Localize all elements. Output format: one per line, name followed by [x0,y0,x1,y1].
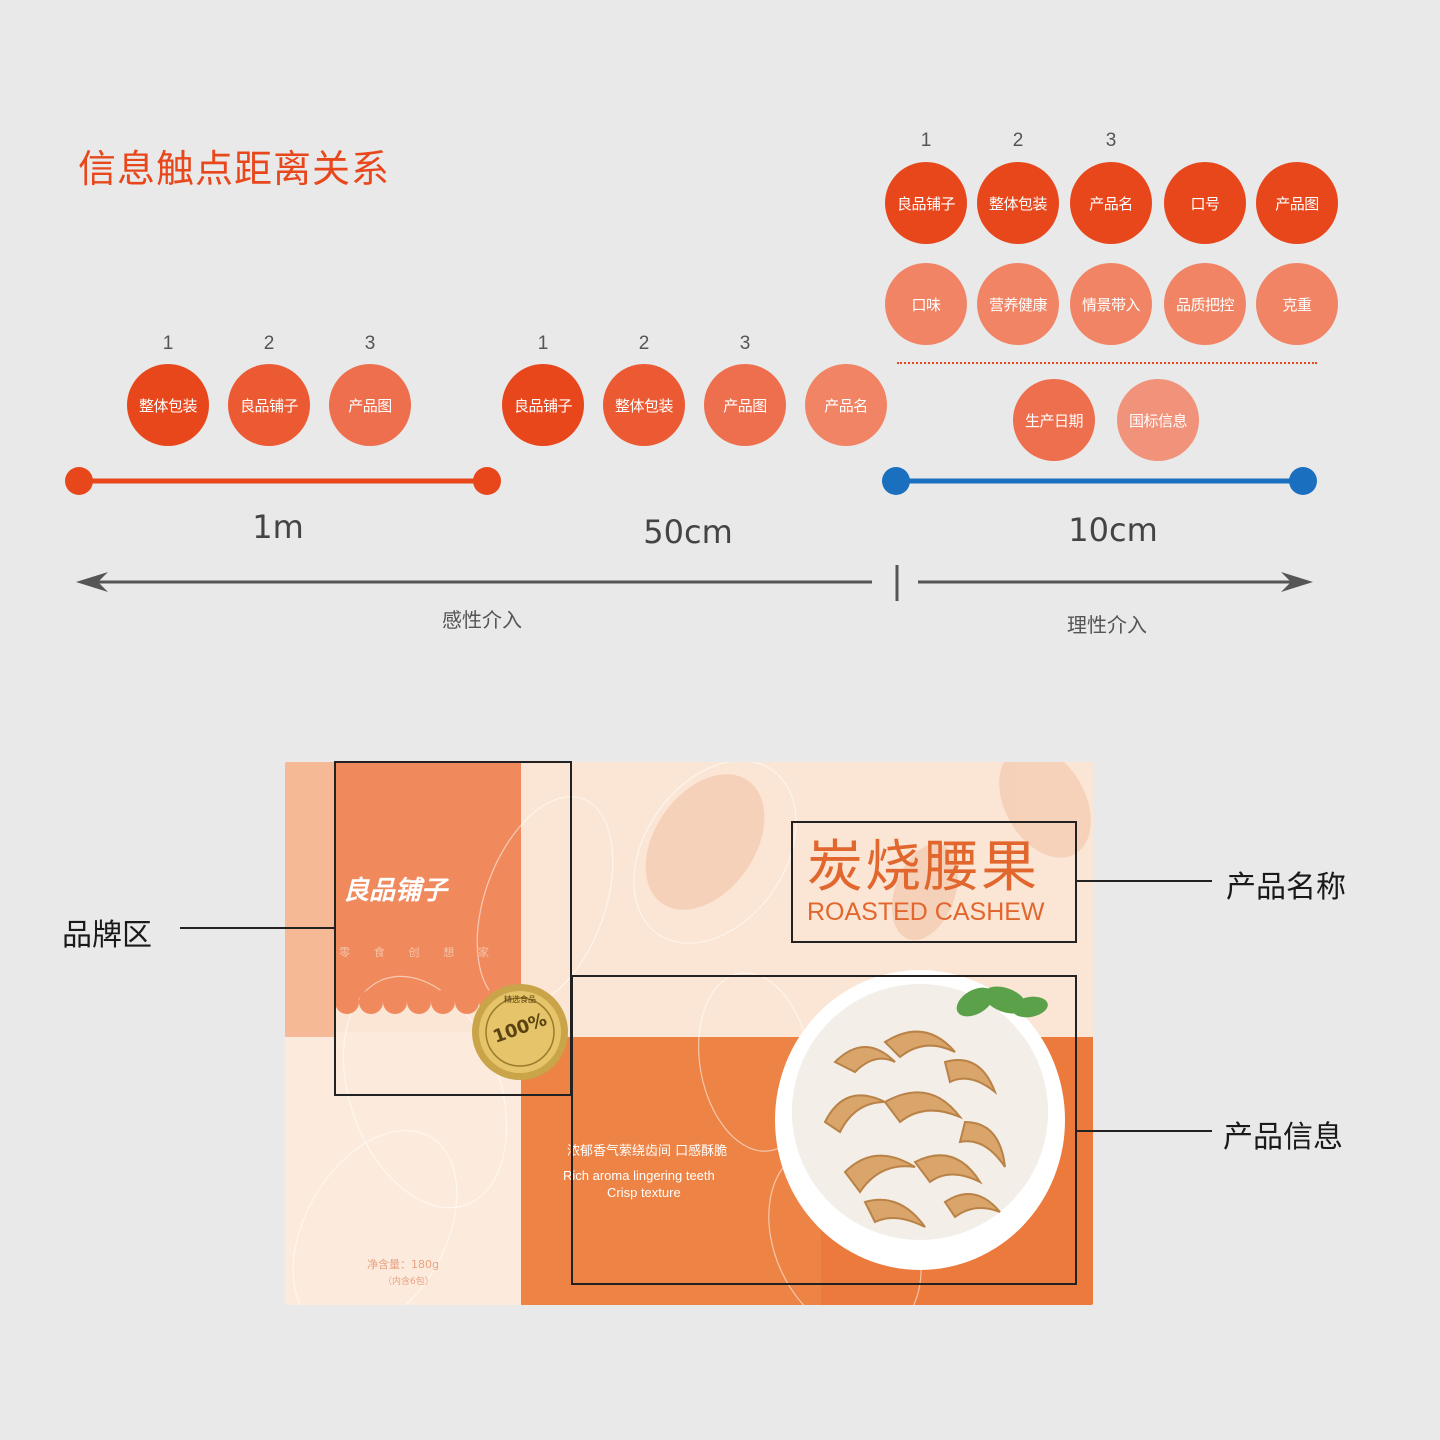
rank-number: 2 [263,333,275,354]
product-name-frame [791,821,1077,943]
touchpoint-product-name: 产品名 [805,364,887,446]
callout-product-info: 产品信息 [1223,1120,1343,1155]
package-description-en: Crisp texture [607,1185,681,1200]
timeline-node [65,467,93,495]
touchpoint-product-name: 产品名 [1070,162,1152,244]
touchpoint-taste: 口味 [885,263,967,345]
touchpoint-package: 整体包装 [977,162,1059,244]
rank-number: 3 [364,333,376,354]
distance-label-10cm: 10cm [1068,511,1158,549]
touchpoint-product-image: 产品图 [1256,162,1338,244]
package-net-weight-note: （内含6包） [383,1277,434,1287]
slogan-char: 创 [408,946,420,959]
touchpoint-nutrition: 营养健康 [977,263,1059,345]
touchpoint-product-image: 产品图 [329,364,411,446]
rank-number: 1 [162,333,174,354]
touchpoint-standard-info: 国标信息 [1117,379,1199,461]
timeline-node [473,467,501,495]
package-product-name-en: ROASTED CASHEW [807,898,1045,926]
slogan-char: 零 [339,946,350,959]
package-product-name: 炭烧腰果 [807,835,1039,900]
rank-number: 2 [1012,130,1024,151]
touchpoint-scenario: 情景带入 [1070,263,1152,345]
touchpoint-package: 整体包装 [127,364,209,446]
timeline-node [882,467,910,495]
touchpoint-package: 整体包装 [603,364,685,446]
slogan-char: 想 [443,946,455,959]
distance-label-1m: 1m [252,508,304,546]
touchpoint-brand: 良品铺子 [228,364,310,446]
package-description-cn: 浓郁香气萦绕齿间 口感酥脆 [567,1144,728,1159]
rank-number: 1 [537,333,549,354]
package-net-weight: 净含量：180g [367,1258,439,1271]
touchpoint-production-date: 生产日期 [1013,379,1095,461]
callout-brand-area: 品牌区 [62,918,152,953]
slogan-char: 家 [478,946,489,959]
rank-number: 3 [739,333,751,354]
rational-label: 理性介入 [1067,613,1147,637]
badge-top-text: 精选食品 [504,995,536,1004]
distance-timeline [65,467,1317,601]
rank-number: 3 [1105,130,1117,151]
package-brand-name: 良品铺子 [343,876,448,906]
page-title: 信息触点距离关系 [78,147,391,191]
touchpoint-brand: 良品铺子 [502,364,584,446]
product-info-frame [571,975,1077,1285]
brand-area-frame [334,761,572,1096]
distance-label-50cm: 50cm [643,513,733,551]
emotional-label: 感性介入 [442,608,522,632]
package-description-en: Rich aroma lingering teeth [563,1168,715,1183]
timeline-node [1289,467,1317,495]
touchpoint-slogan: 口号 [1164,162,1246,244]
touchpoint-product-image: 产品图 [704,364,786,446]
rank-number: 1 [920,130,932,151]
rank-number: 2 [638,333,650,354]
dotted-divider [897,362,1317,364]
touchpoint-weight: 克重 [1256,263,1338,345]
callout-product-name: 产品名称 [1226,870,1346,905]
touchpoint-quality: 品质把控 [1164,263,1246,345]
touchpoint-brand: 良品铺子 [885,162,967,244]
package-brand-slogan: 零 食 创 想 家 [339,944,489,960]
slogan-char: 食 [373,946,385,959]
